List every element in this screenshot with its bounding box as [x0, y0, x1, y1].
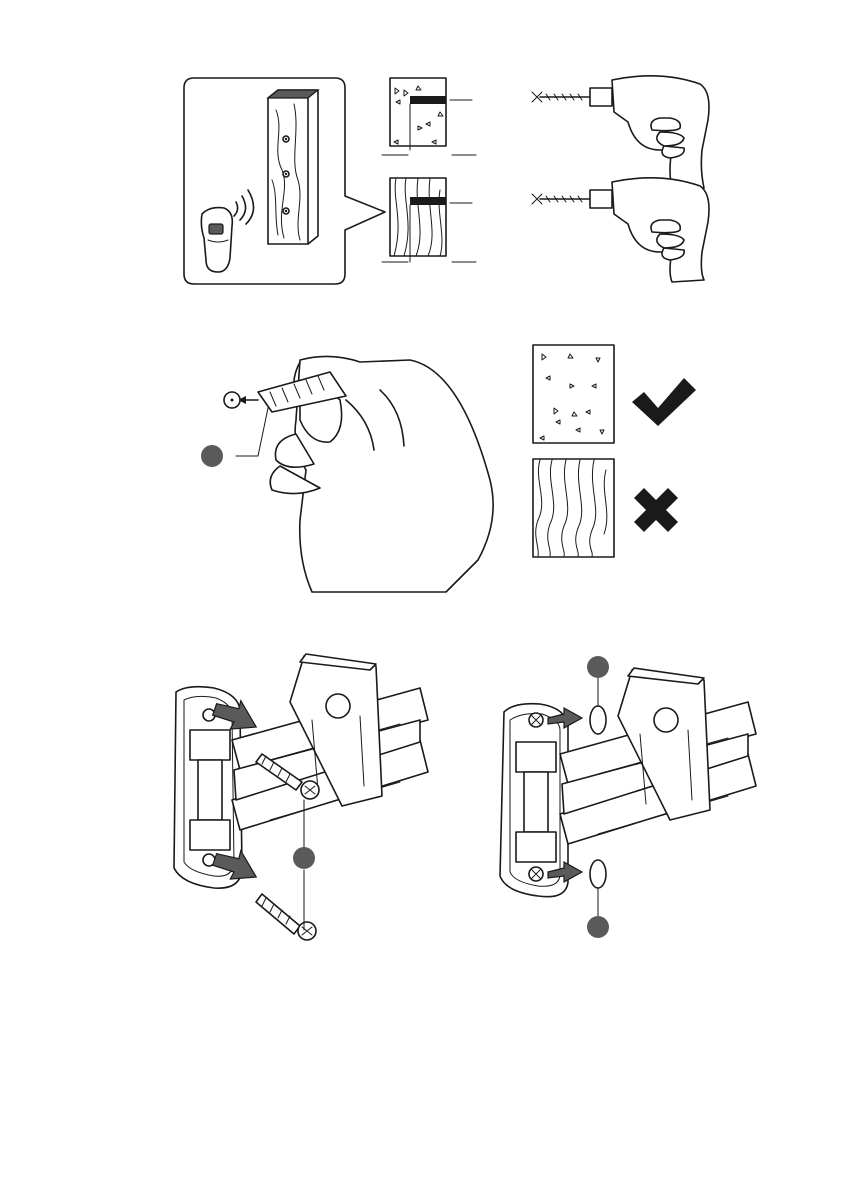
callout-bubble: [587, 656, 609, 678]
drill-icon: [532, 178, 709, 282]
callout-bubble: [293, 847, 315, 869]
wood-wall-cross-section: [382, 178, 476, 262]
stud-finder-panel: [184, 78, 385, 284]
solid-wall-cross-section: [382, 78, 476, 155]
solid-wall-sample: [533, 345, 614, 443]
callout-bubble: [201, 445, 223, 467]
wood-stud-icon: [268, 90, 318, 244]
wall-bracket-icon: [500, 668, 756, 897]
cover-cap-icon: [590, 860, 606, 888]
check-icon: [632, 378, 696, 426]
drill-icon: [532, 76, 709, 190]
wood-wall-sample: [533, 459, 614, 557]
callout-bubble: [587, 916, 609, 938]
cross-icon: [634, 488, 678, 532]
cover-cap-icon: [590, 706, 606, 734]
screw-icon: [256, 894, 316, 940]
